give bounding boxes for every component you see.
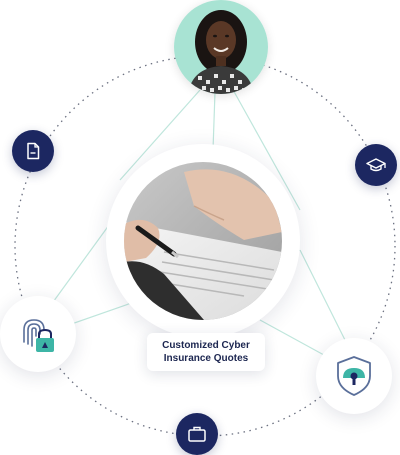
- document-icon: [27, 142, 40, 160]
- advisor-avatar: [174, 0, 268, 94]
- briefcase-icon: [188, 426, 206, 442]
- shield-keyhole-node[interactable]: [316, 338, 392, 414]
- graduation-cap-icon: [366, 158, 386, 172]
- document-node-button[interactable]: [12, 130, 54, 172]
- briefcase-node-button[interactable]: [176, 413, 218, 455]
- fingerprint-lock-icon: [23, 319, 54, 352]
- document-signing-photo: [124, 162, 282, 320]
- shield-keyhole-icon: [337, 356, 371, 396]
- education-node-button[interactable]: [355, 144, 397, 186]
- quote-label-line2: Insurance Quotes: [163, 353, 249, 364]
- fingerprint-lock-node[interactable]: [0, 296, 76, 372]
- quote-label-line1: Customized Cyber: [162, 340, 250, 351]
- customized-quotes-label: Customized Cyber Insurance Quotes: [147, 333, 265, 371]
